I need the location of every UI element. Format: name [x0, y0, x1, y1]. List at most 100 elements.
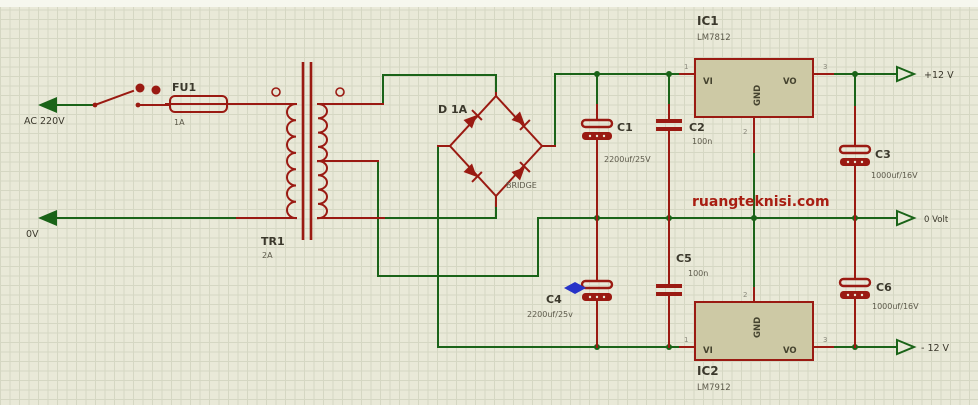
capacitor-c6[interactable]: C6 1000uf/16V	[838, 217, 919, 348]
input-arrow-icon	[38, 97, 57, 113]
plate-hatch	[588, 134, 592, 138]
ic2-pin-number-3: 3	[823, 336, 827, 344]
ic1-pin-vi: VI	[703, 77, 713, 87]
polarity-dot	[335, 87, 345, 97]
ic2-pin-gnd: GND	[753, 317, 763, 338]
bridge-ref: D 1A	[438, 103, 468, 116]
fuse-fu1[interactable]: FU1 1A	[165, 81, 297, 127]
plate-hatch	[860, 293, 864, 297]
input-arrow-icon	[38, 210, 57, 226]
cursor-marker-icon	[564, 282, 586, 294]
ic2-pin-number-1: 1	[684, 336, 688, 344]
ic2-value: LM7912	[697, 383, 731, 393]
switch-lever	[93, 89, 135, 107]
ic1-pin-number-3: 3	[823, 63, 827, 71]
switch-contact-dot	[135, 83, 145, 93]
capacitor-c2[interactable]: C2 100n	[656, 104, 712, 219]
bridge-rectifier[interactable]: D 1A BRIDGE	[437, 92, 556, 207]
plate-hatch	[602, 295, 606, 299]
terminal-ac-neutral[interactable]: 0V	[26, 210, 57, 240]
canvas-top-strip	[0, 0, 978, 7]
terminal-out-negative[interactable]: - 12 V	[896, 338, 950, 356]
junction-dot	[852, 71, 858, 77]
switch-pivot	[92, 102, 98, 108]
plate-hatch	[853, 293, 857, 297]
c2-value: 100n	[692, 137, 712, 146]
ic2-pin-number-2: 2	[743, 291, 747, 299]
ic1-pin-vo: VO	[783, 77, 797, 87]
c6-value: 1000uf/16V	[872, 302, 919, 311]
c5-value: 100n	[688, 269, 708, 278]
plate-hatch	[846, 160, 850, 164]
c1-value: 2200uf/25V	[604, 155, 651, 164]
wire-centertap-0v-rail[interactable]	[377, 160, 898, 277]
c3-plate-positive	[838, 144, 872, 155]
output-arrow-icon	[896, 209, 917, 227]
out-negative-label: - 12 V	[921, 343, 950, 354]
c3-value: 1000uf/16V	[871, 171, 918, 180]
plate-hatch	[846, 293, 850, 297]
watermark-text: ruangteknisi.com	[692, 194, 830, 210]
fuse-ref: FU1	[172, 81, 196, 94]
fuse-value: 1A	[174, 118, 185, 127]
wire-secondary-bottom-to-bridge[interactable]	[383, 205, 497, 219]
diode-icon	[511, 161, 531, 181]
junction-dots	[594, 71, 858, 350]
terminal-out-ground[interactable]: 0 Volt	[896, 209, 949, 227]
diode-icon	[463, 163, 483, 183]
c2-ref: C2	[689, 121, 705, 134]
ic1-pin-gnd: GND	[753, 85, 763, 106]
c6-plate-positive	[838, 277, 872, 288]
capacitor-c5[interactable]: C5 100n	[656, 217, 708, 348]
plate-hatch	[860, 160, 864, 164]
plate-hatch	[588, 295, 592, 299]
terminal-ac-live-label: AC 220V	[24, 116, 65, 127]
bridge-value: BRIDGE	[506, 181, 537, 190]
c3-ref: C3	[875, 148, 891, 161]
plate-hatch	[853, 160, 857, 164]
terminal-out-positive[interactable]: +12 V	[896, 65, 954, 83]
c4-plate-positive	[580, 279, 614, 290]
c5-ref: C5	[676, 252, 692, 265]
c1-ref: C1	[617, 121, 633, 134]
wire-secondary-top-to-bridge[interactable]	[382, 74, 497, 105]
c1-plate-positive	[580, 118, 614, 129]
secondary-winding-lower	[316, 159, 328, 220]
transformer-value: 2A	[262, 251, 273, 260]
output-arrow-icon	[896, 338, 917, 356]
c4-ref: C4	[546, 293, 562, 306]
transformer-ref: TR1	[261, 235, 285, 248]
ic1-value: LM7812	[697, 33, 731, 43]
capacitor-c1[interactable]: C1 2200uf/25V	[580, 104, 651, 219]
wire-positive-raw-rail[interactable]	[554, 73, 681, 147]
secondary-winding-upper	[316, 102, 328, 163]
polarity-dot	[271, 87, 281, 97]
regulator-ic2[interactable]: VI VO GND 1 3 2 IC2 LM7912	[679, 287, 834, 393]
c4-value: 2200uf/25v	[527, 310, 573, 319]
capacitor-c4[interactable]: C4 2200uf/25v	[527, 217, 614, 348]
ic1-pin-number-1: 1	[684, 63, 688, 71]
output-arrow-icon	[896, 65, 917, 83]
plate-hatch	[595, 295, 599, 299]
diode-icon	[511, 111, 531, 131]
regulator-ic1[interactable]: VI VO GND 1 3 2 IC1 LM7812	[679, 14, 834, 153]
c2-plate	[656, 119, 682, 123]
c6-ref: C6	[876, 281, 892, 294]
c5-plate	[656, 284, 682, 288]
c2-plate	[656, 127, 682, 131]
ic1-body	[694, 58, 814, 118]
capacitor-c3[interactable]: C3 1000uf/16V	[838, 106, 918, 219]
transformer-tr1[interactable]: TR1 2A	[236, 62, 385, 260]
terminal-ac-live[interactable]: AC 220V	[24, 97, 65, 127]
switch-contact-dot	[151, 85, 161, 95]
junction-dot	[666, 71, 672, 77]
ic1-ref: IC1	[697, 14, 719, 28]
junction-dot	[594, 71, 600, 77]
power-switch[interactable]	[92, 83, 171, 108]
primary-winding	[286, 102, 298, 220]
ic2-pin-vi: VI	[703, 346, 713, 356]
c5-plate	[656, 292, 682, 296]
terminal-ac-neutral-label: 0V	[26, 229, 39, 240]
